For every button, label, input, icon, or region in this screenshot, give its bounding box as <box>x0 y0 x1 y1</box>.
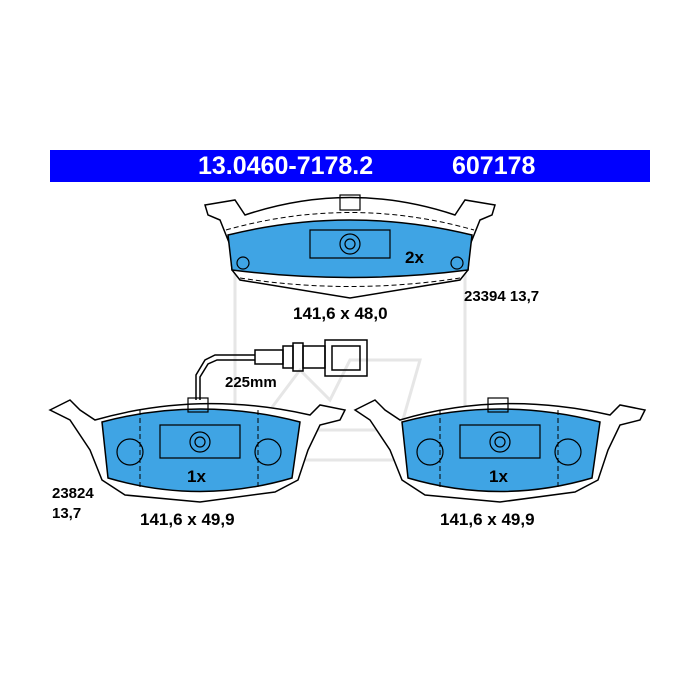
brake-pad-left <box>48 397 347 503</box>
pad-left-dimensions: 141,6 x 49,9 <box>140 510 235 529</box>
part-number: 13.0460-7178.2 <box>198 152 374 180</box>
pad-top-spec: 23394 13,7 <box>464 288 539 305</box>
brake-pad-top <box>204 194 496 299</box>
title-banner: 13.0460-7178.2 607178 <box>50 150 650 182</box>
pad-top-spec-number: 23394 <box>464 288 506 305</box>
pad-left-spec-number: 23824 <box>52 485 94 502</box>
article-code: 607178 <box>452 152 536 180</box>
pad-right-quantity: 1x <box>489 467 508 486</box>
pad-top-dimensions: 141,6 x 48,0 <box>293 304 388 323</box>
pad-left-quantity: 1x <box>187 467 206 486</box>
pad-top-spec-thickness: 13,7 <box>509 288 540 305</box>
wear-sensor-cable <box>195 339 368 400</box>
pad-left-spec-thickness: 13,7 <box>52 505 82 522</box>
brake-pad-right <box>353 397 647 503</box>
pad-right-dimensions: 141,6 x 49,9 <box>440 510 535 529</box>
sensor-length: 225mm <box>225 374 277 391</box>
pad-top-quantity: 2x <box>405 248 424 267</box>
